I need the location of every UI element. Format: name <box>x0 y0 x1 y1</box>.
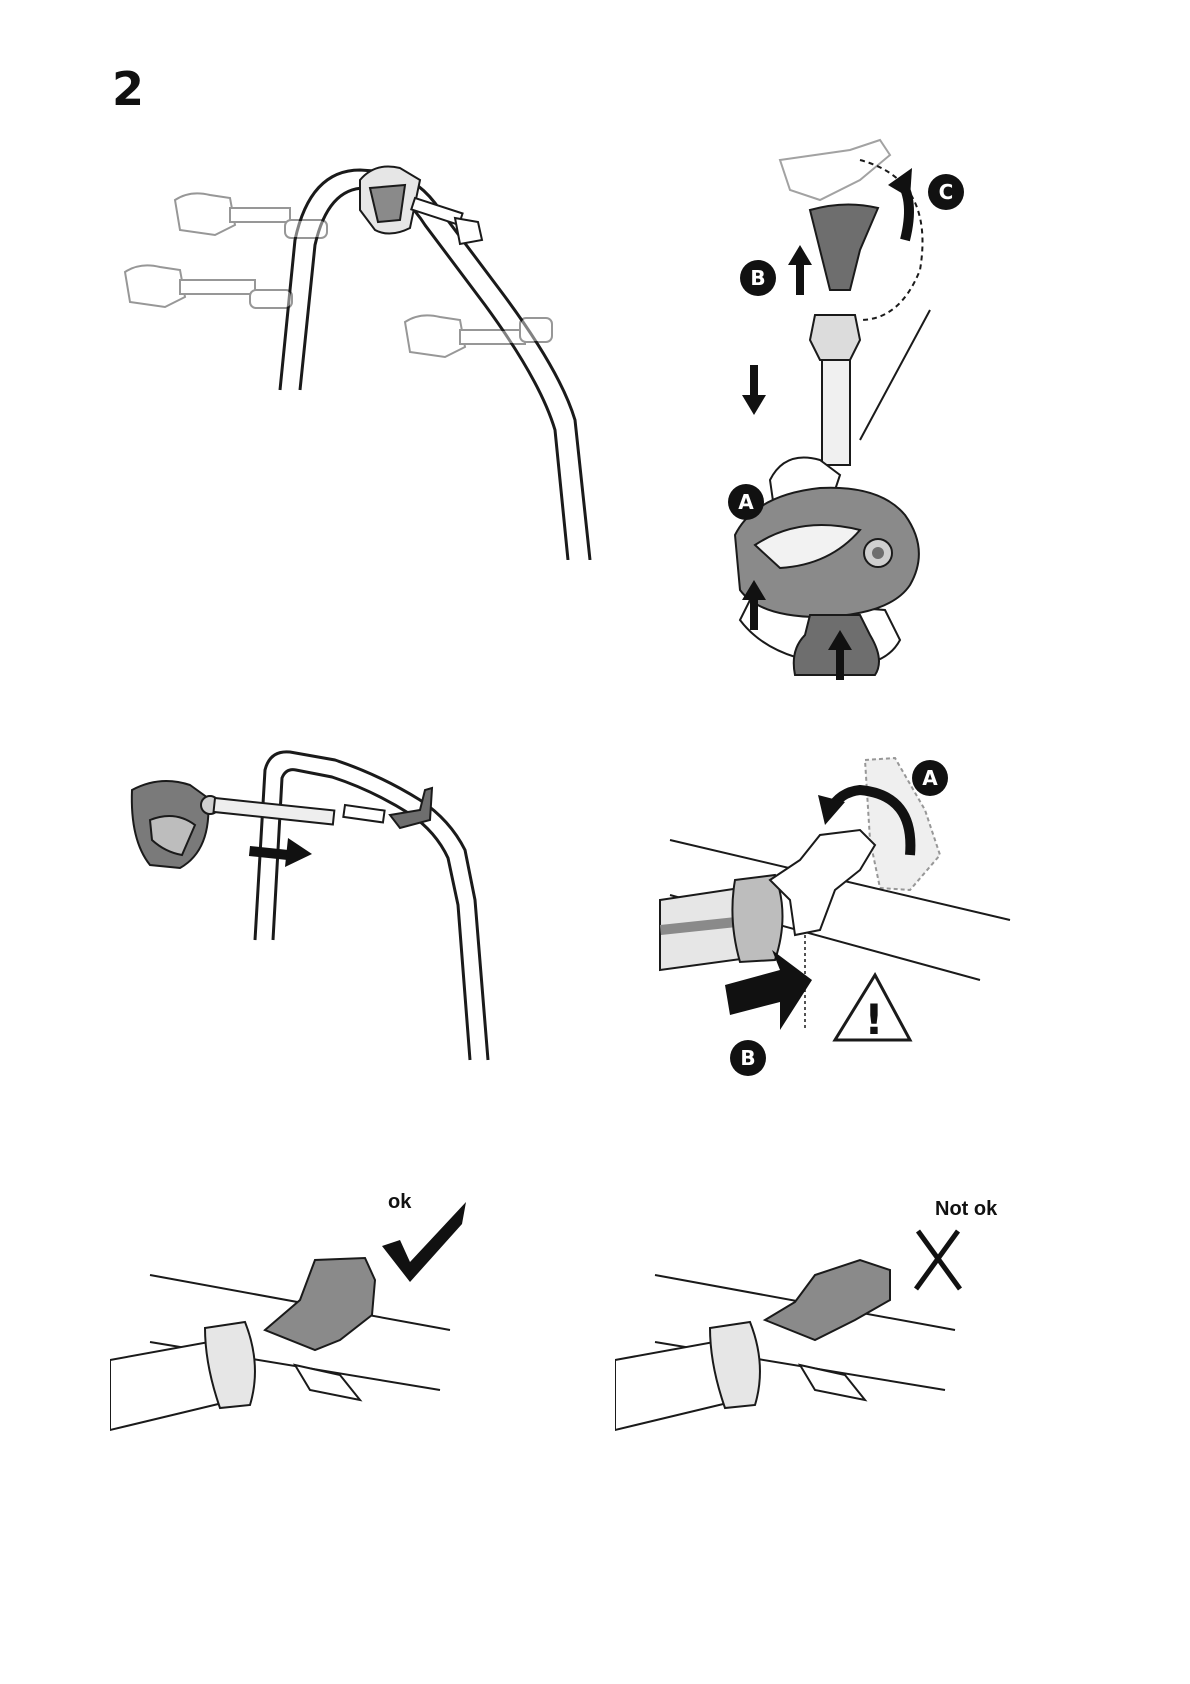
ok-label: ok <box>388 1191 411 1214</box>
rack-overview-illustration <box>120 140 640 560</box>
holder-adjust-illustration: B C <box>710 120 1070 680</box>
lock-holder-illustration: ! A B <box>640 740 1020 1080</box>
panel-rack-overview <box>120 140 640 560</box>
callout-a-panel4: A <box>922 766 938 790</box>
warning-icon: ! <box>864 995 883 1044</box>
not-ok-mark <box>910 1225 970 1295</box>
ok-mark <box>370 1194 480 1284</box>
not-ok-label: Not ok <box>935 1198 997 1221</box>
checkmark-icon <box>370 1194 480 1284</box>
slide-holder-illustration <box>120 740 560 1070</box>
callout-a-badge: A <box>726 482 766 522</box>
callout-c: C <box>939 180 954 204</box>
cross-icon <box>910 1225 970 1295</box>
callout-b-upper: B <box>750 266 765 290</box>
callout-a-panel2: A <box>726 482 766 522</box>
panel-holder-adjust: B C <box>710 120 1070 680</box>
callout-a-label: A <box>738 490 754 514</box>
panel-lock-holder: ! A B <box>640 740 1020 1080</box>
callout-b-panel4: B <box>740 1046 755 1070</box>
panel-slide-holder <box>120 740 560 1070</box>
step-number: 2 <box>112 62 144 116</box>
